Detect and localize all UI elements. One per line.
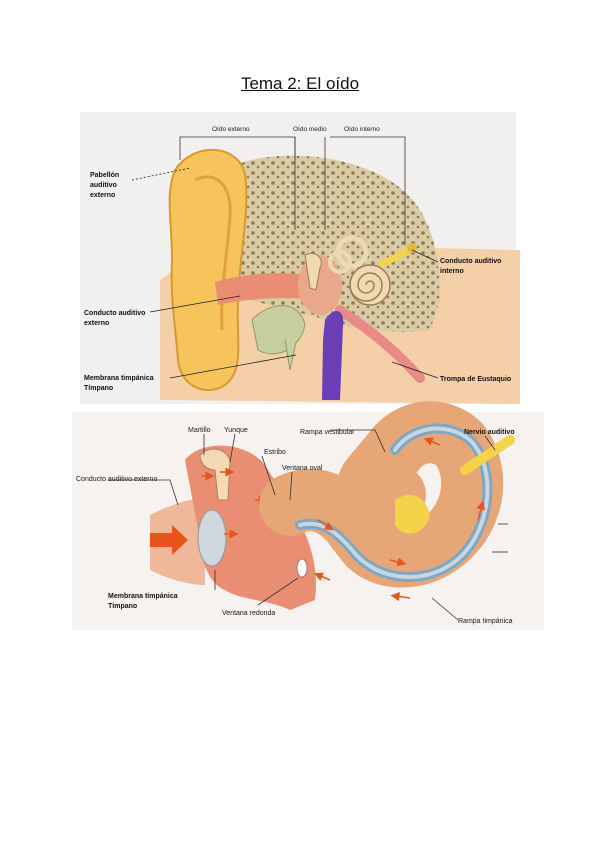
ear-cross-section-figure: Oído externo Oído medio Oído interno Pab…: [80, 112, 520, 404]
malleus-incus: [199, 448, 231, 501]
label-membrana-line1-fig2: Membrana timpánica: [108, 593, 178, 600]
auditory-nerve-2: [460, 435, 515, 475]
jugular-vein: [322, 310, 344, 400]
cochlea-schematic-figure: Martillo Yunque Estribo Ventana oval Ram…: [72, 401, 544, 630]
modiolus: [395, 495, 430, 534]
semicircular-canal-2: [328, 250, 352, 274]
label-pabellon-line1: Pabellón: [90, 172, 119, 179]
label-yunque: Yunque: [224, 427, 248, 434]
label-estribo: Estribo: [264, 449, 286, 456]
label-martillo: Martillo: [188, 427, 211, 434]
styloid-process: [284, 339, 297, 371]
label-conducto-interno-line1: Conducto auditivo: [440, 258, 501, 265]
flow-arrow: [423, 437, 441, 446]
tympanic-membrane: [197, 509, 227, 567]
basilar-membrane: [298, 426, 490, 579]
label-conducto-externo-line2: externo: [84, 320, 109, 327]
flow-arrow: [476, 500, 486, 521]
label-ventana-oval: Ventana oval: [282, 465, 323, 472]
label-trompa: Trompa de Eustaquio: [440, 376, 511, 383]
label-membrana-line1: Membrana timpánica: [84, 375, 154, 382]
label-pabellon-line3: externo: [90, 192, 115, 199]
internal-canal-dot: [407, 243, 417, 253]
label-pabellon-line2: auditivo: [90, 182, 117, 189]
label-conducto-auditivo-externo: Conducto auditivo externo: [76, 476, 157, 483]
flow-arrow: [390, 592, 411, 602]
ossicles: [304, 253, 322, 291]
leader-lines-2: [108, 429, 508, 621]
flow-arrow: [313, 572, 331, 581]
label-oido-externo: Oído externo: [212, 126, 250, 133]
label-conducto-externo-line1: Conducto auditivo: [84, 310, 145, 317]
label-ventana-redonda: Ventana redonda: [222, 610, 275, 617]
label-conducto-interno-line2: interno: [440, 268, 464, 275]
cochlea-outer-tube: [259, 401, 504, 588]
label-oido-interno: Oído interno: [344, 126, 380, 133]
page-title: Tema 2: El oído: [240, 74, 360, 93]
flow-arrow: [317, 519, 334, 531]
label-rampa-vestibular: Rampa vestibular: [300, 429, 355, 436]
label-rampa-timpanica: Rampa timpánica: [458, 618, 513, 625]
round-window: [296, 558, 308, 578]
leader-lines: [131, 167, 439, 379]
cochlea: [349, 264, 391, 306]
label-oido-medio: Oído medio: [293, 126, 327, 133]
label-membrana-line2-fig2: Tímpano: [108, 603, 137, 610]
section-brackets: [179, 136, 406, 245]
sound-inlet-arrow: [150, 525, 188, 555]
ear-canal: [215, 273, 322, 305]
pinna: [168, 148, 248, 391]
label-membrana-line2: Tímpano: [84, 385, 113, 392]
label-nervio-auditivo: Nervio auditivo: [464, 429, 515, 436]
flow-arrow: [389, 557, 407, 567]
